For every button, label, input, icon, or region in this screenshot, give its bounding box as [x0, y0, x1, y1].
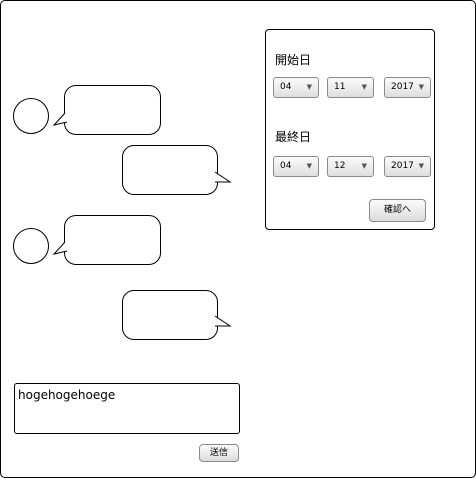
- select-value: 2017: [391, 82, 414, 92]
- triangle-down-icon: ▼: [306, 162, 312, 170]
- triangle-down-icon: ▼: [306, 83, 312, 91]
- select-value: 12: [334, 161, 346, 171]
- incoming-message-bubble: [64, 215, 161, 265]
- outgoing-message-bubble: [122, 145, 218, 195]
- message-input[interactable]: hogehogehoege: [14, 383, 240, 434]
- select-value: 04: [280, 161, 292, 171]
- triangle-down-icon: ▼: [418, 83, 424, 91]
- select-value: 2017: [391, 161, 414, 171]
- end-date-label: 最終日: [275, 130, 312, 144]
- select-value: 04: [280, 82, 292, 92]
- bubble-tail: [52, 241, 68, 255]
- triangle-down-icon: ▼: [418, 162, 424, 170]
- bubble-tail: [214, 171, 232, 183]
- outgoing-message-bubble: [122, 290, 218, 340]
- send-button[interactable]: 送信: [199, 444, 239, 462]
- date-range-panel: 開始日 04 ▼ 11 ▼ 2017 ▼ 最終日 04 ▼ 12 ▼ 2017 …: [265, 29, 435, 230]
- message-input-value: hogehogehoege: [18, 388, 116, 402]
- start-date-label: 開始日: [275, 53, 312, 67]
- triangle-down-icon: ▼: [361, 83, 367, 91]
- avatar: [13, 98, 49, 134]
- avatar: [13, 228, 49, 264]
- bubble-tail: [214, 315, 232, 327]
- start-day-select[interactable]: 11 ▼: [327, 77, 374, 98]
- end-day-select[interactable]: 12 ▼: [327, 156, 374, 177]
- start-month-select[interactable]: 04 ▼: [273, 77, 319, 98]
- confirm-button[interactable]: 確認へ: [369, 199, 426, 222]
- incoming-message-bubble: [64, 85, 161, 135]
- bubble-tail: [52, 112, 68, 126]
- end-month-select[interactable]: 04 ▼: [273, 156, 319, 177]
- end-year-select[interactable]: 2017 ▼: [384, 156, 431, 177]
- select-value: 11: [334, 82, 346, 92]
- triangle-down-icon: ▼: [361, 162, 367, 170]
- start-year-select[interactable]: 2017 ▼: [384, 77, 431, 98]
